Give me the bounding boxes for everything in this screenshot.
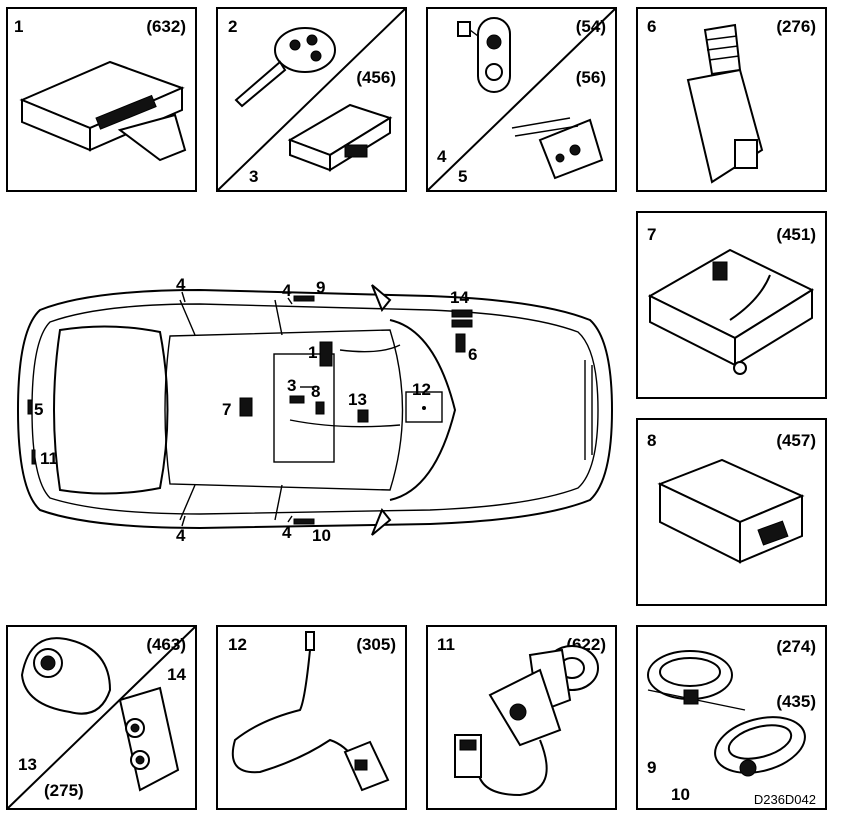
panel-9-number: 9 <box>647 758 656 777</box>
panel-8: 8 (457) <box>636 418 827 606</box>
sensor-unit-icon <box>118 686 180 792</box>
panel-10-number: 10 <box>671 785 690 804</box>
panel-13-14: (463) 14 13 (275) <box>6 625 197 810</box>
callout-9: 9 <box>316 278 325 297</box>
panel-12-code: (305) <box>356 635 396 654</box>
panel-9-code: (274) <box>776 637 816 656</box>
panel-13-code: (463) <box>146 635 186 654</box>
panel-4-5: (54) (56) 4 5 <box>426 7 617 192</box>
panel-1: 1 (632) <box>6 7 197 192</box>
gear-lever-switch-icon <box>686 23 764 184</box>
panel-10-code: (435) <box>776 692 816 711</box>
callout-5: 5 <box>34 400 43 419</box>
panel-3-code: (456) <box>356 68 396 87</box>
marker-10 <box>293 518 315 525</box>
panel-3-number: 3 <box>249 167 258 186</box>
callout-7: 7 <box>222 400 231 419</box>
module-box-icon <box>657 458 805 564</box>
receiver-module-icon <box>287 103 393 172</box>
panel-1-code: (632) <box>146 17 186 36</box>
callout-4-front-left: 4 <box>176 275 186 294</box>
marker-5 <box>27 399 33 415</box>
lock-motor-icon <box>454 645 599 797</box>
marker-6 <box>455 333 466 353</box>
panel-11-number: 11 <box>437 635 455 654</box>
panel-8-code: (457) <box>776 431 816 450</box>
callout-10: 10 <box>312 526 331 545</box>
panel-9-10: (274) (435) 9 10 D236D042 <box>636 625 827 810</box>
callout-4-front-mid: 4 <box>282 281 292 300</box>
callout-4-rear-left: 4 <box>176 526 186 545</box>
marker-14b <box>451 319 473 328</box>
panel-6-code: (276) <box>776 17 816 36</box>
marker-3 <box>289 395 305 404</box>
callout-6: 6 <box>468 345 477 364</box>
marker-1 <box>319 341 333 367</box>
key-fob-icon <box>234 27 336 108</box>
panel-4-number: 4 <box>437 147 447 166</box>
marker-9 <box>293 295 315 302</box>
callout-1: 1 <box>308 343 317 362</box>
control-module-icon <box>19 60 187 162</box>
callout-14: 14 <box>450 288 469 307</box>
panel-12: 12 (305) <box>216 625 407 810</box>
trunk-handle-icon <box>714 716 806 777</box>
panel-5-number: 5 <box>458 167 467 186</box>
panel-7-code: (451) <box>776 225 816 244</box>
panel-1-number: 1 <box>14 17 23 36</box>
car-top-view: 4 4 9 14 1 6 7 3 8 13 12 5 11 4 4 10 <box>16 275 614 545</box>
door-switch-icon <box>457 17 511 93</box>
panel-7-number: 7 <box>647 225 656 244</box>
callout-13: 13 <box>348 390 367 409</box>
panel-14-code: (275) <box>44 781 84 800</box>
marker-14a <box>451 309 473 318</box>
panel-5-code: (56) <box>576 68 606 87</box>
panel-6-number: 6 <box>647 17 656 36</box>
callout-3: 3 <box>287 376 296 395</box>
marker-13 <box>357 409 369 423</box>
callout-12: 12 <box>412 380 431 399</box>
sensor-cable-icon <box>231 631 390 792</box>
panel-8-number: 8 <box>647 431 656 450</box>
marker-11 <box>31 449 36 465</box>
panel-14-number: 14 <box>167 665 186 684</box>
panel-12-number: 12 <box>228 635 247 654</box>
panel-4-code: (54) <box>576 17 606 36</box>
lock-switch-icon <box>511 117 604 180</box>
marker-7 <box>239 397 253 417</box>
panel-2-number: 2 <box>228 17 237 36</box>
marker-8 <box>315 401 325 415</box>
diagram-reference: D236D042 <box>754 792 816 807</box>
door-handle-icon <box>647 650 746 711</box>
panel-2-3: 2 3 (456) <box>216 7 407 192</box>
panel-7: 7 (451) <box>636 211 827 399</box>
callout-8: 8 <box>311 382 320 401</box>
callout-11: 11 <box>40 449 58 468</box>
alarm-module-icon <box>647 248 815 375</box>
siren-icon <box>20 637 112 715</box>
callout-4-rear-mid: 4 <box>282 523 292 542</box>
panel-11: 11 (622) <box>426 625 617 810</box>
panel-13-number: 13 <box>18 755 37 774</box>
panel-6: 6 (276) <box>636 7 827 192</box>
